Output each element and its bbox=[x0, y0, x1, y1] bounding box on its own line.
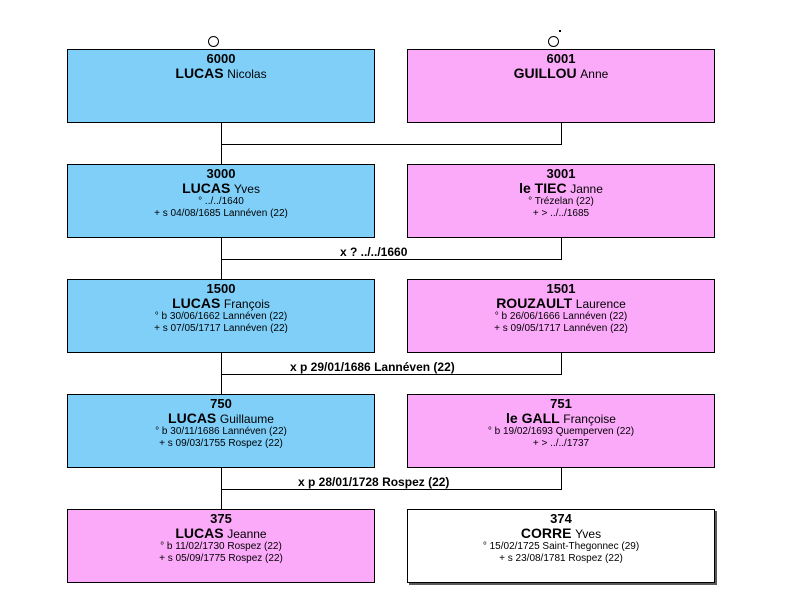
person-box-751[interactable]: 751 le GALL Françoise ° b 19/02/1693 Que… bbox=[407, 394, 715, 468]
person-name: GUILLOU Anne bbox=[513, 65, 609, 81]
marker-dot bbox=[559, 30, 561, 32]
death-info: + s 07/05/1717 Lannéven (22) bbox=[154, 323, 288, 334]
marriage-label: x p 29/01/1686 Lannéven (22) bbox=[290, 360, 455, 374]
death-info: + > ../../1685 bbox=[532, 208, 590, 219]
birth-info: ° b 30/11/1686 Lannéven (22) bbox=[155, 426, 287, 437]
person-number: 1501 bbox=[546, 281, 576, 296]
birth-info: ° b 11/02/1730 Rospez (22) bbox=[160, 541, 282, 552]
person-name: LUCAS Nicolas bbox=[175, 65, 267, 81]
person-box-1501[interactable]: 1501 ROUZAULT Laurence ° b 26/06/1666 La… bbox=[407, 279, 715, 353]
person-box-3000[interactable]: 3000 LUCAS Yves ° ../../1640 + s 04/08/1… bbox=[67, 164, 375, 238]
person-number: 6001 bbox=[546, 51, 576, 66]
birth-info: ° b 26/06/1666 Lannéven (22) bbox=[494, 311, 628, 322]
birth-info: ° Trézelan (22) bbox=[528, 196, 594, 207]
death-info: + s 04/08/1685 Lannéven (22) bbox=[154, 208, 288, 219]
death-info: + s 09/05/1717 Lannéven (22) bbox=[494, 323, 628, 334]
connector-line bbox=[561, 467, 562, 489]
birth-info: ° b 19/02/1693 Quemperven (22) bbox=[487, 426, 635, 437]
person-name: LUCAS Yves bbox=[182, 180, 260, 196]
connector-line bbox=[221, 237, 222, 279]
person-name: ROUZAULT Laurence bbox=[496, 295, 626, 311]
person-number: 750 bbox=[210, 396, 232, 411]
person-number: 375 bbox=[210, 511, 232, 526]
birth-info: ° b 30/06/1662 Lannéven (22) bbox=[154, 311, 288, 322]
birth-info: ° 15/02/1725 Saint-Thegonnec (29) bbox=[482, 541, 640, 552]
person-box-1500[interactable]: 1500 LUCAS François ° b 30/06/1662 Lanné… bbox=[67, 279, 375, 353]
person-number: 6000 bbox=[206, 51, 236, 66]
connector-line bbox=[221, 144, 562, 145]
ancestor-marker-icon bbox=[208, 36, 219, 47]
person-box-375[interactable]: 375 LUCAS Jeanne ° b 11/02/1730 Rospez (… bbox=[67, 509, 375, 583]
person-name: le GALL Françoise bbox=[506, 410, 616, 426]
marriage-label: x ? ../../1660 bbox=[340, 245, 408, 259]
death-info: + s 09/03/1755 Rospez (22) bbox=[159, 438, 283, 449]
person-name: LUCAS Guillaume bbox=[168, 410, 274, 426]
death-info: + > ../../1737 bbox=[532, 438, 590, 449]
death-info: + s 05/09/1775 Rospez (22) bbox=[159, 553, 283, 564]
marriage-label: x p 28/01/1728 Rospez (22) bbox=[298, 475, 450, 489]
connector-line bbox=[221, 352, 222, 394]
person-box-750[interactable]: 750 LUCAS Guillaume ° b 30/11/1686 Lanné… bbox=[67, 394, 375, 468]
person-number: 3000 bbox=[206, 166, 236, 181]
connector-line bbox=[221, 122, 222, 164]
connector-line bbox=[221, 374, 562, 375]
person-number: 3001 bbox=[546, 166, 576, 181]
connector-line bbox=[561, 237, 562, 259]
person-number: 751 bbox=[550, 396, 572, 411]
person-name: LUCAS Jeanne bbox=[175, 525, 267, 541]
death-info: + s 23/08/1781 Rospez (22) bbox=[499, 553, 623, 564]
person-box-6000[interactable]: 6000 LUCAS Nicolas bbox=[67, 49, 375, 123]
person-name: le TIEC Janne bbox=[519, 180, 603, 196]
connector-line bbox=[221, 467, 222, 509]
person-box-3001[interactable]: 3001 le TIEC Janne ° Trézelan (22) + > .… bbox=[407, 164, 715, 238]
person-box-6001[interactable]: 6001 GUILLOU Anne bbox=[407, 49, 715, 123]
connector-line bbox=[221, 259, 562, 260]
person-name: CORRE Yves bbox=[520, 525, 602, 541]
connector-line bbox=[221, 489, 562, 490]
person-number: 1500 bbox=[206, 281, 236, 296]
birth-info: ° ../../1640 bbox=[198, 196, 244, 207]
connector-line bbox=[561, 352, 562, 374]
person-number: 374 bbox=[550, 511, 572, 526]
person-name: LUCAS François bbox=[172, 295, 270, 311]
ancestor-marker-icon bbox=[548, 36, 559, 47]
connector-line bbox=[561, 122, 562, 144]
person-box-374[interactable]: 374 CORRE Yves ° 15/02/1725 Saint-Thegon… bbox=[407, 509, 715, 583]
